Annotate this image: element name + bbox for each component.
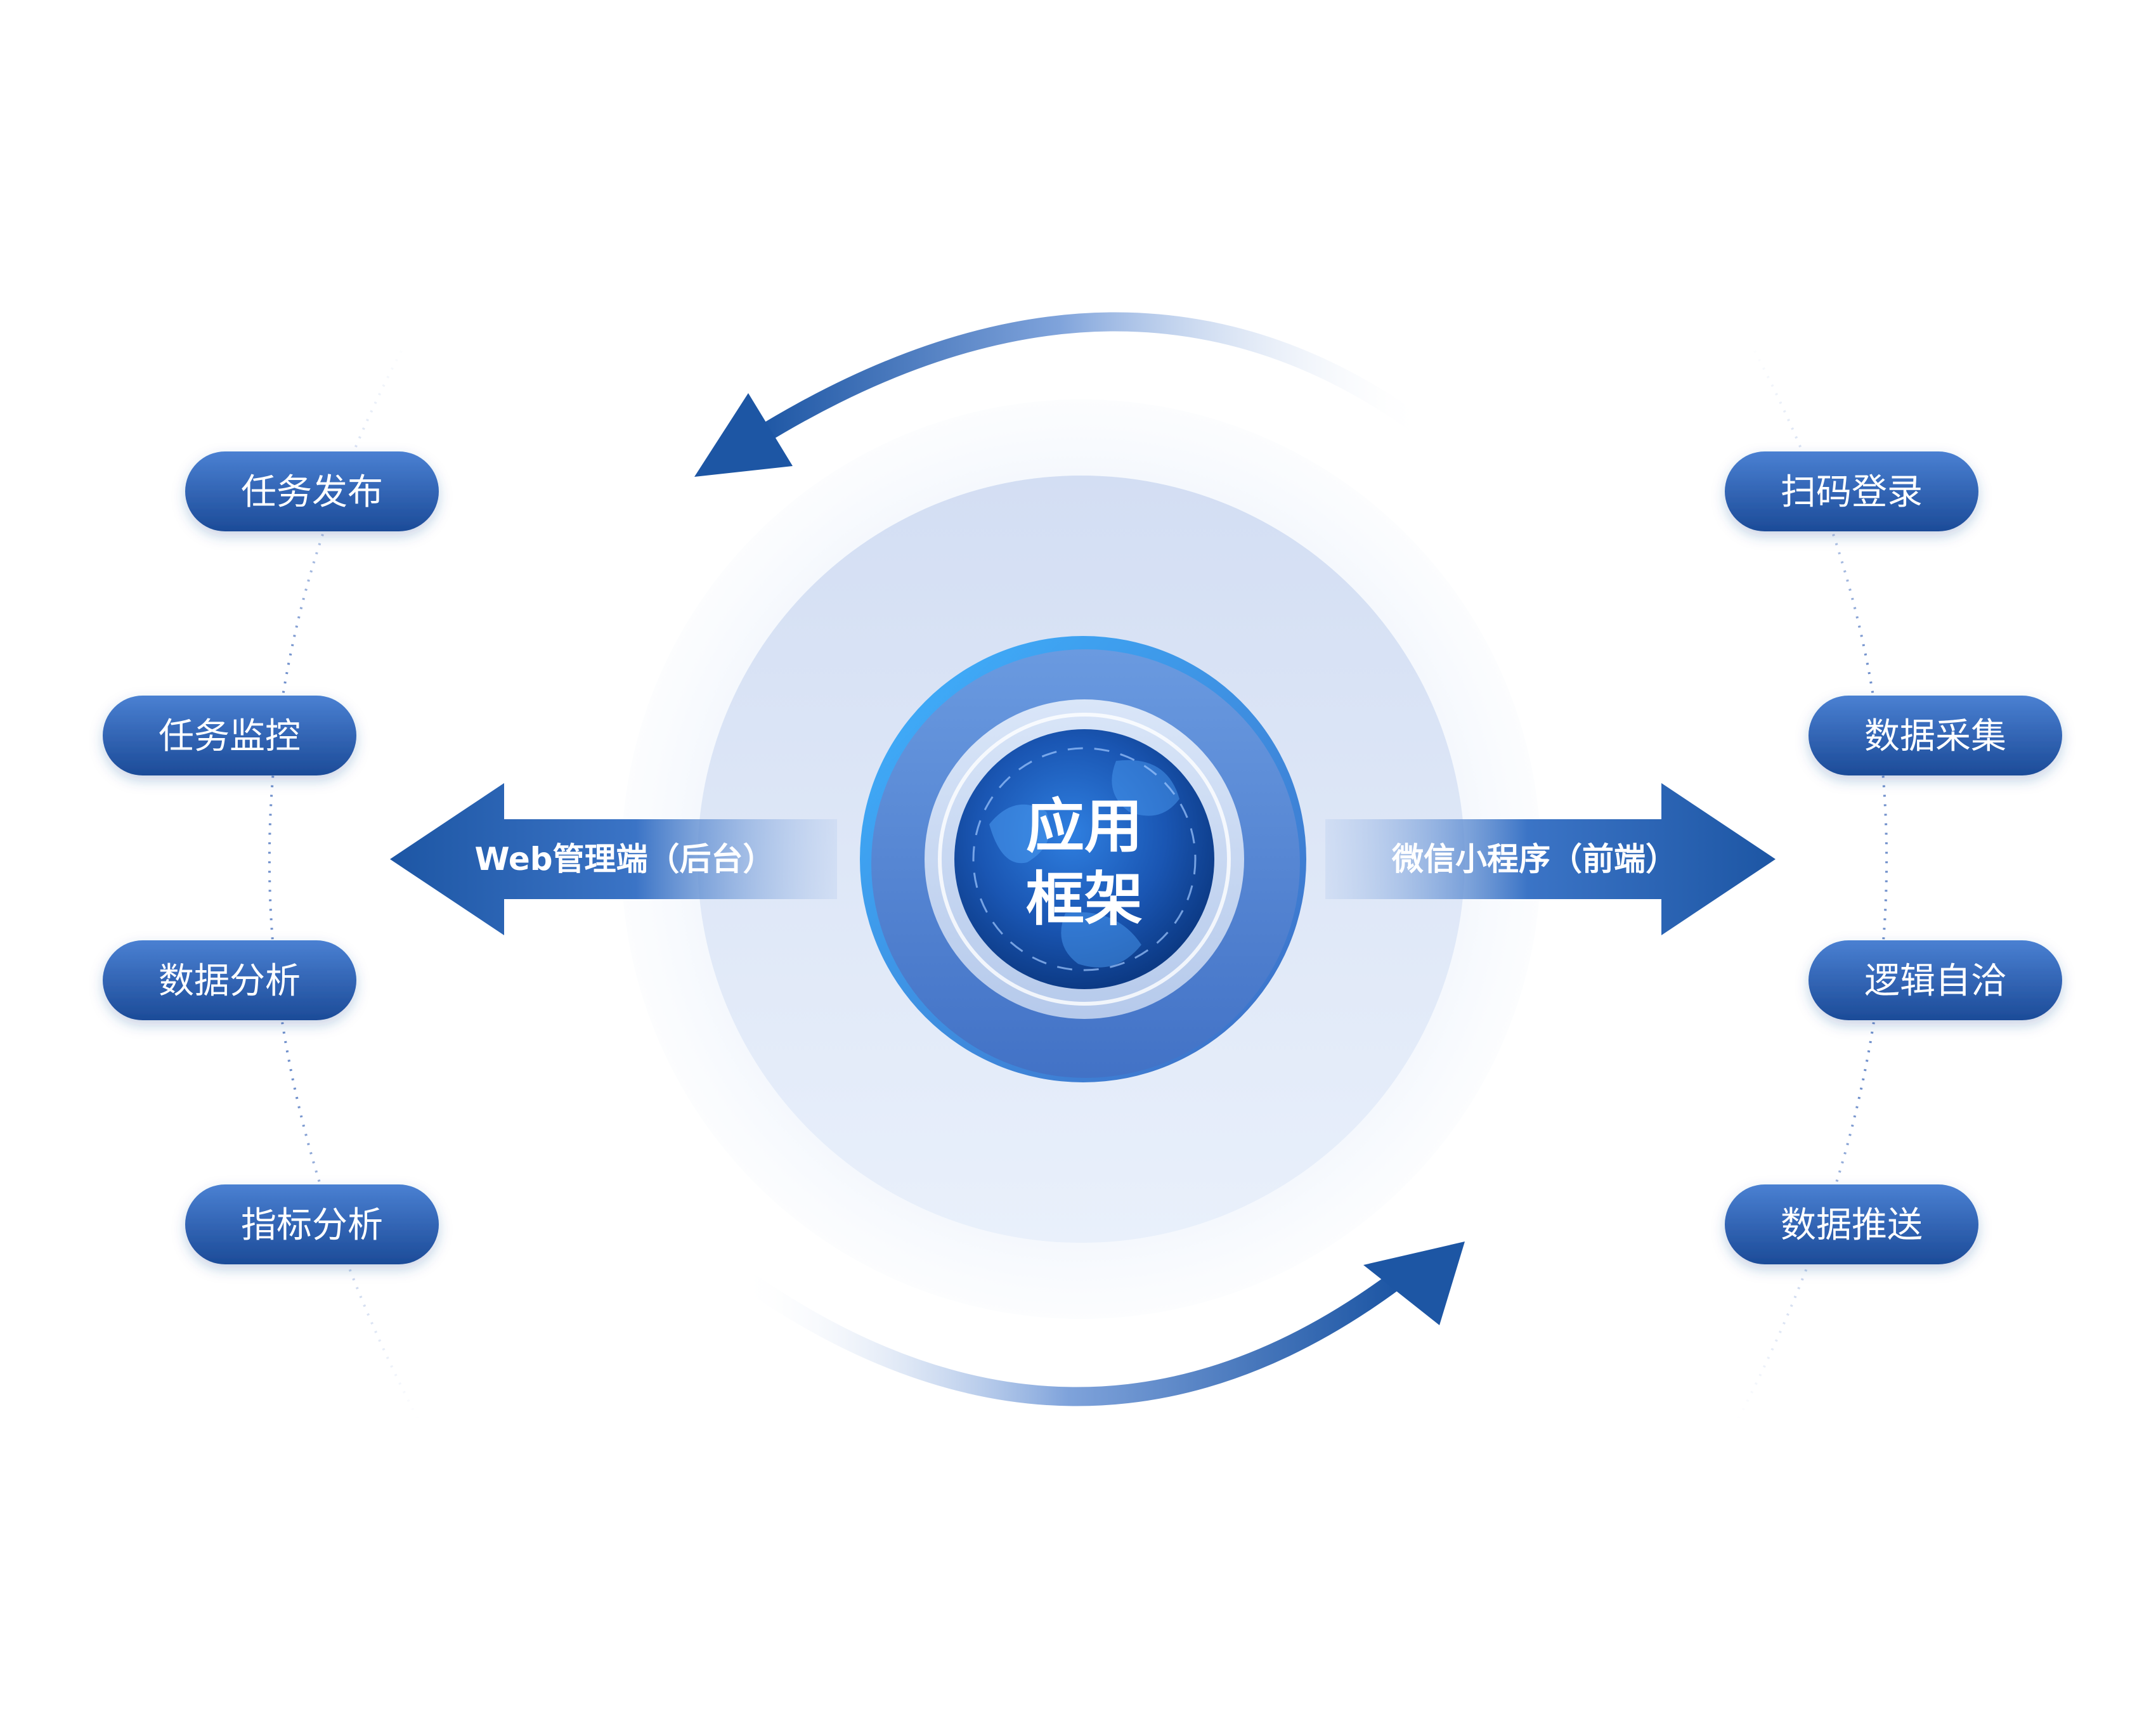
bottom-curved-arrow [729,1242,1465,1406]
right-item-1-label: 扫码登录 [1781,472,1923,513]
right-item-4-label: 数据推送 [1781,1205,1923,1246]
left-arrow: Web管理端（后台） [390,783,837,935]
right-item-1: 扫码登录 [1725,451,1978,531]
left-item-4: 指标分析 [185,1184,439,1264]
left-item-3: 数据分析 [103,940,356,1020]
left-arrow-label: Web管理端（后台） [474,841,774,878]
left-item-3-label: 数据分析 [159,961,301,1002]
top-curved-arrow [694,312,1436,477]
right-arrow: 微信小程序（前端） [1325,783,1776,935]
right-item-2-label: 数据采集 [1864,716,2006,757]
left-item-2: 任务监控 [103,696,356,775]
center-title-line1: 应用 [1026,793,1143,860]
left-item-4-label: 指标分析 [241,1205,383,1246]
right-item-3-label: 逻辑自洽 [1864,961,2006,1002]
right-item-4: 数据推送 [1725,1184,1978,1264]
right-item-2: 数据采集 [1809,696,2062,775]
left-item-1-label: 任务发布 [241,472,383,513]
right-item-3: 逻辑自洽 [1809,940,2062,1020]
left-item-2-label: 任务监控 [159,716,301,757]
center-core: 应用 框架 [860,636,1306,1082]
center-title-line2: 框架 [1026,866,1143,933]
right-arrow-label: 微信小程序（前端） [1391,841,1677,878]
left-item-1: 任务发布 [185,451,439,531]
